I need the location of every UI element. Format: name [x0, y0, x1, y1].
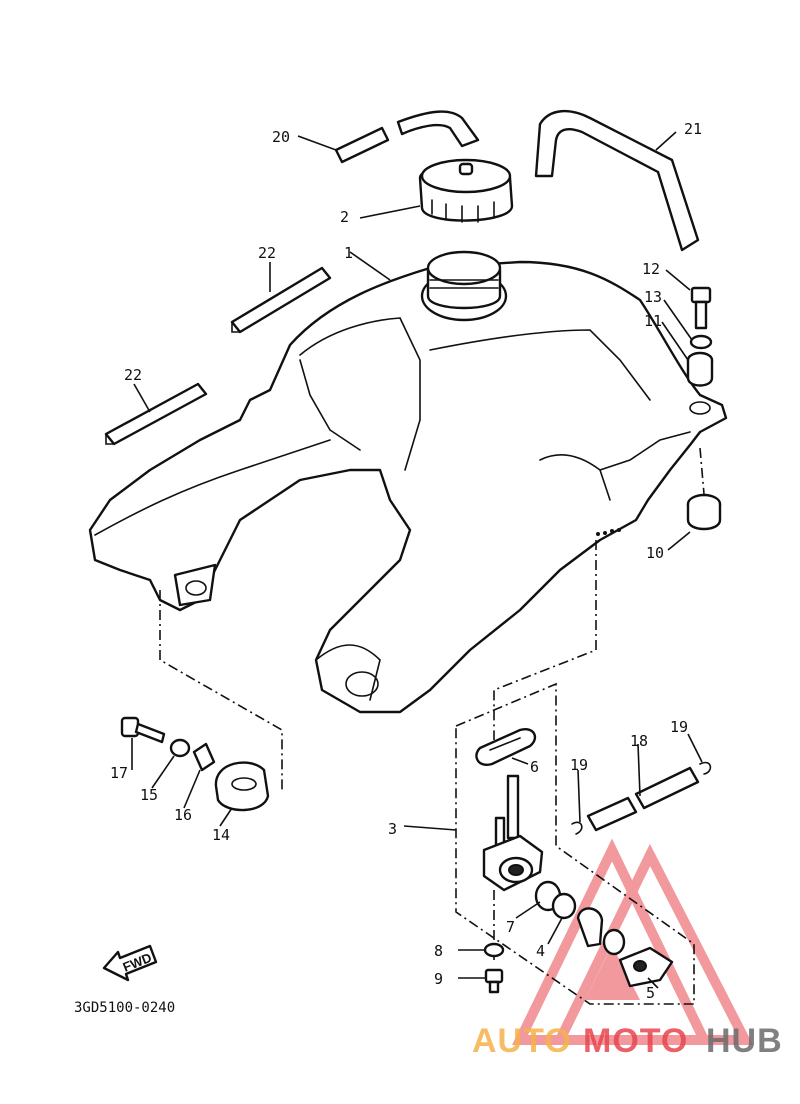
- bolt-alignment-line: [699, 447, 705, 495]
- watermark-logo-triangles: [512, 838, 754, 1045]
- leader-lines: [131, 131, 703, 989]
- watermark-text-moto: MOTO: [583, 1022, 688, 1060]
- part-19-clip-left: [571, 821, 583, 835]
- part-6-gasket: [475, 728, 537, 766]
- watermark-text-auto: AUTO: [472, 1022, 572, 1060]
- part-1-fuel-tank: [88, 250, 728, 714]
- callout-16: 16: [174, 806, 192, 824]
- callout-5: 5: [646, 984, 655, 1002]
- part-16-collar: [192, 742, 216, 772]
- fuel-cock-body: [482, 774, 544, 892]
- part-17-bolt: [120, 716, 166, 744]
- part-9-drain-screw: [484, 968, 504, 994]
- callout-14: 14: [212, 826, 230, 844]
- callout-19-left: 19: [570, 756, 588, 774]
- part-8-washer: [483, 942, 505, 958]
- callout-8: 8: [434, 942, 443, 960]
- callout-22-upper: 22: [258, 244, 276, 262]
- callout-2: 2: [340, 208, 349, 226]
- callout-17: 17: [110, 764, 128, 782]
- callout-13: 13: [644, 288, 662, 306]
- watermark-text-hub: HUB: [706, 1022, 783, 1060]
- callout-19-right: 19: [670, 718, 688, 736]
- part-10-grommet: [686, 493, 722, 531]
- callout-9: 9: [434, 970, 443, 988]
- part-22-pad-lower: [104, 382, 208, 446]
- left-mount-line: [159, 590, 283, 790]
- callout-15: 15: [140, 786, 158, 804]
- cock-mount-line: [493, 540, 597, 740]
- part-18-fuel-hose: [586, 766, 700, 832]
- part-20-breather-hose: [334, 110, 480, 164]
- part-21-tank-band: [534, 110, 700, 252]
- callout-22-lower: 22: [124, 366, 142, 384]
- fwd-label: FWD: [121, 950, 154, 975]
- callout-18: 18: [630, 732, 648, 750]
- watermark-text: AUTO MOTO HUB: [472, 1022, 783, 1060]
- part-4-o-ring: [551, 892, 577, 920]
- callout-10: 10: [646, 544, 664, 562]
- part-22-pad-upper: [230, 266, 332, 334]
- callout-20: 20: [272, 128, 290, 146]
- fuel-cock-assembly-boundary: [455, 682, 695, 1005]
- fuel-cock-lever-parts: [576, 907, 626, 956]
- part-19-clip-right: [699, 761, 712, 775]
- callout-3: 3: [388, 820, 397, 838]
- callout-21: 21: [684, 120, 702, 138]
- part-13-washer: [689, 334, 713, 350]
- callout-4: 4: [536, 942, 545, 960]
- callout-11: 11: [644, 312, 662, 330]
- callout-7: 7: [506, 918, 515, 936]
- callout-6: 6: [530, 758, 539, 776]
- part-11-collar: [686, 351, 714, 387]
- part-15-washer: [169, 738, 191, 758]
- part-5-lever-plate: [618, 946, 674, 988]
- callout-1: 1: [344, 244, 353, 262]
- drawing-code: 3GD5100-0240: [74, 1000, 175, 1016]
- part-2-tank-cap: [418, 158, 514, 223]
- fwd-arrow-icon: FWD: [102, 944, 158, 982]
- part-12-bolt: [690, 286, 712, 330]
- part-14-grommet: [214, 761, 270, 812]
- callout-12: 12: [642, 260, 660, 278]
